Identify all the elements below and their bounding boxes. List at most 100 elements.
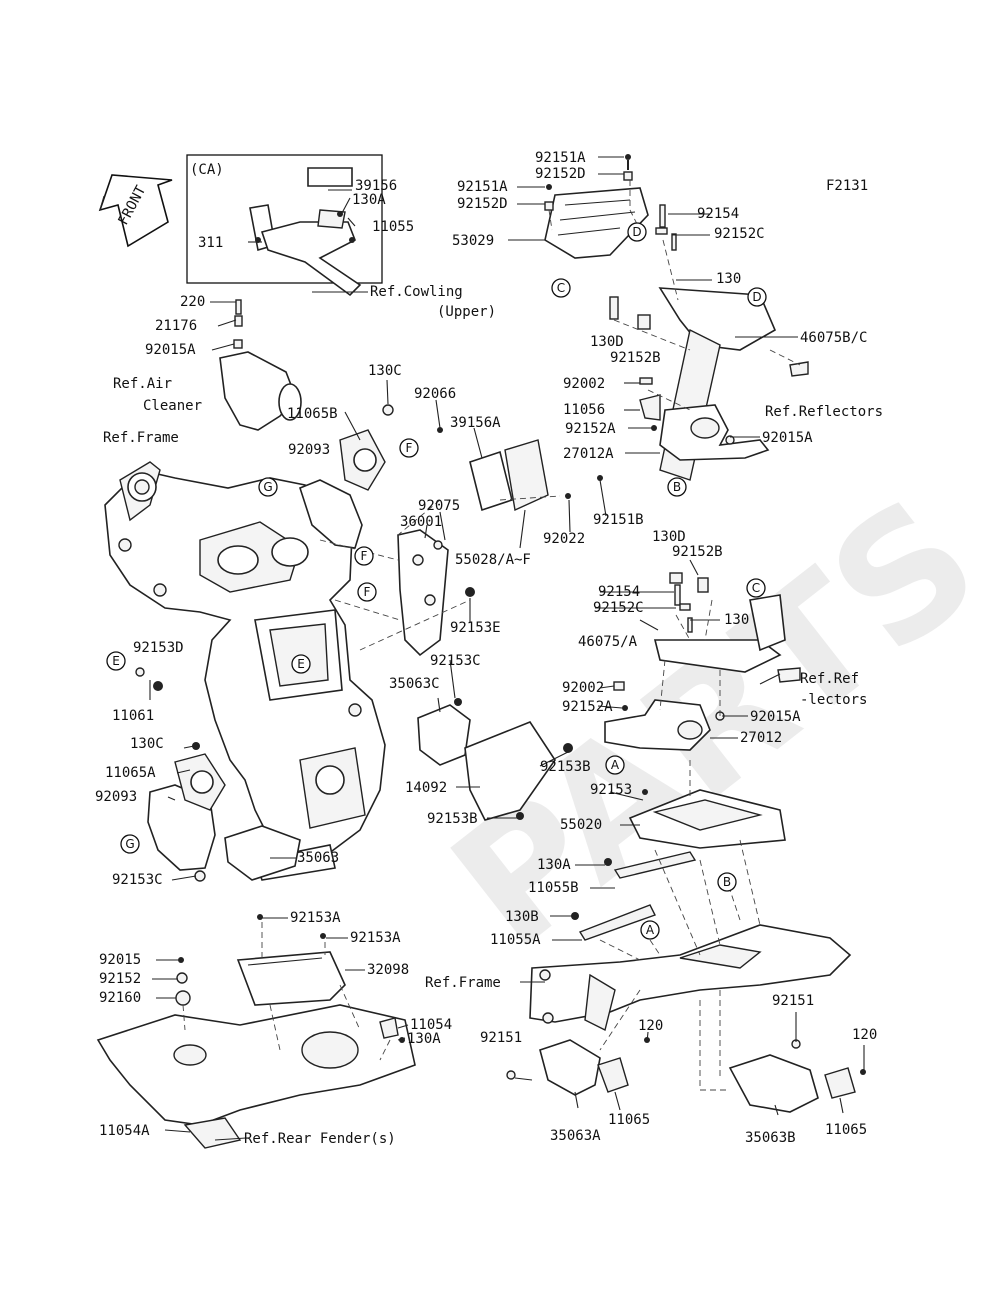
label-53029: 53029 xyxy=(452,233,494,249)
air-cleaner xyxy=(219,299,302,431)
part-labels: 39156 130A 11055 311 Ref.Cowling (Upper)… xyxy=(95,150,883,1147)
label-11054: 11054 xyxy=(410,1017,452,1033)
label-11055b: 11055B xyxy=(528,880,579,896)
label-11055a: 11055A xyxy=(490,932,541,948)
label-130b: 130B xyxy=(505,909,539,925)
label-92151b: 92151B xyxy=(593,512,644,528)
label-92152d-1: 92152D xyxy=(535,166,586,182)
label-92152: 92152 xyxy=(99,971,141,987)
label-92075: 92075 xyxy=(418,498,460,514)
label-ref-ref: Ref.Ref xyxy=(800,671,859,687)
guide-lines xyxy=(182,180,801,1091)
label-120-a: 120 xyxy=(638,1018,663,1034)
label-130-b: 130 xyxy=(724,612,749,628)
label-130c-a: 130C xyxy=(368,363,402,379)
label-130-a: 130 xyxy=(716,271,741,287)
label-92152c-b: 92152C xyxy=(593,600,644,616)
label-92153: 92153 xyxy=(590,782,632,798)
part-35063c xyxy=(417,704,471,766)
callout-b-2 xyxy=(717,872,737,892)
callout-f-3 xyxy=(357,582,377,602)
label-35063c: 35063C xyxy=(389,676,440,692)
label-92015: 92015 xyxy=(99,952,141,968)
callout-f-2 xyxy=(354,546,374,566)
label-35063b: 35063B xyxy=(745,1130,796,1146)
label-92154-a: 92154 xyxy=(697,206,739,222)
label-92152b-b: 92152B xyxy=(672,544,723,560)
label-92002-b: 92002 xyxy=(562,680,604,696)
leader-lines xyxy=(149,156,865,1141)
svg-text:B: B xyxy=(723,875,731,889)
part-35063 xyxy=(224,825,301,881)
part-39156a xyxy=(469,450,513,512)
svg-text:C: C xyxy=(752,581,760,595)
bracket-46075a xyxy=(604,594,786,751)
label-92153b-a: 92153B xyxy=(540,759,591,775)
callout-a-2 xyxy=(640,920,660,940)
part-55028 xyxy=(504,439,549,512)
svg-text:G: G xyxy=(263,480,272,494)
part-35063b xyxy=(728,1054,819,1113)
label-55020: 55020 xyxy=(560,817,602,833)
rear-fender xyxy=(96,957,416,1149)
label-92152b-a: 92152B xyxy=(610,350,661,366)
svg-text:C: C xyxy=(557,281,565,295)
label-11054a: 11054A xyxy=(99,1123,150,1139)
label-ref-cowling: Ref.Cowling xyxy=(370,284,463,300)
label-92153c-a: 92153C xyxy=(430,653,481,669)
label-92153d: 92153D xyxy=(133,640,184,656)
svg-text:F: F xyxy=(361,549,368,563)
gasket-92093-top xyxy=(299,479,363,549)
callouts: C D D B F G F F E E C A G B A xyxy=(106,222,767,940)
label-35063a: 35063A xyxy=(550,1128,601,1144)
callout-d-2 xyxy=(747,287,767,307)
label-35063: 35063 xyxy=(297,850,339,866)
ca-inset-box xyxy=(186,154,383,284)
label-130d-b: 130D xyxy=(652,529,686,545)
label-130a-b: 130A xyxy=(537,857,571,873)
label-130d-a: 130D xyxy=(590,334,624,350)
svg-text:A: A xyxy=(611,758,620,772)
svg-text:F: F xyxy=(406,441,413,455)
fasteners xyxy=(135,154,866,1080)
label-11056: 11056 xyxy=(563,402,605,418)
label-92015a: 92015A xyxy=(145,342,196,358)
label-92151a-2: 92151A xyxy=(457,179,508,195)
svg-text:E: E xyxy=(112,654,120,668)
label-ref-reflectors: Ref.Reflectors xyxy=(765,404,883,420)
label-14092: 14092 xyxy=(405,780,447,796)
label-311: 311 xyxy=(198,235,223,251)
label-ref-frame-top: Ref.Frame xyxy=(103,430,179,446)
ca-inset-tag: (CA) xyxy=(190,162,224,178)
svg-text:D: D xyxy=(752,290,761,304)
svg-text:G: G xyxy=(125,837,134,851)
label-lectors: -lectors xyxy=(800,692,867,708)
label-92152d-2: 92152D xyxy=(457,196,508,212)
label-ref-air: Ref.Air xyxy=(113,376,172,392)
part-11065-right xyxy=(824,1067,856,1099)
svg-text:B: B xyxy=(673,480,681,494)
label-92153a-2: 92153A xyxy=(350,930,401,946)
label-36001: 36001 xyxy=(400,514,442,530)
rail-11055b xyxy=(613,851,697,879)
svg-text:D: D xyxy=(632,225,641,239)
callout-e-2 xyxy=(106,651,126,671)
label-92151-b: 92151 xyxy=(772,993,814,1009)
svg-text:F: F xyxy=(364,585,371,599)
label-92066: 92066 xyxy=(414,386,456,402)
callout-f-1 xyxy=(399,438,419,458)
footrest-53029 xyxy=(544,187,649,259)
svg-text:E: E xyxy=(297,657,305,671)
rail-11055a xyxy=(578,904,656,941)
label-92153a-1: 92153A xyxy=(290,910,341,926)
label-27012: 27012 xyxy=(740,730,782,746)
label-11065b: 11065B xyxy=(287,406,338,422)
label-92002-a: 92002 xyxy=(563,376,605,392)
label-39156a: 39156A xyxy=(450,415,501,431)
label-92152a-a: 92152A xyxy=(565,421,616,437)
callout-d-1 xyxy=(627,222,647,242)
label-92015a-r: 92015A xyxy=(762,430,813,446)
label-39156: 39156 xyxy=(355,178,397,194)
label-32098: 32098 xyxy=(367,962,409,978)
callout-c-2 xyxy=(746,578,766,598)
